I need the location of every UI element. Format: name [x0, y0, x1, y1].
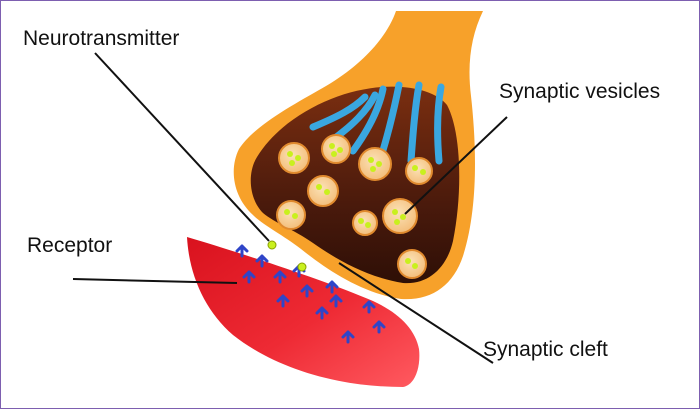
receptor-icon	[255, 254, 269, 268]
vesicle	[358, 147, 392, 181]
receptor-leader-line	[72, 278, 238, 284]
receptor-icon	[315, 306, 329, 320]
vesicle	[278, 142, 310, 174]
receptor-icon	[372, 320, 386, 334]
neurotransmitters	[267, 240, 307, 272]
vesicle	[352, 210, 378, 236]
receptor-icon	[362, 300, 376, 314]
vesicle	[321, 134, 351, 164]
receptor-icon	[300, 284, 314, 298]
synaptic-cleft-leader-line	[338, 262, 494, 364]
vesicle	[307, 175, 339, 207]
vesicle	[405, 157, 433, 185]
receptor-label: Receptor	[27, 234, 113, 257]
receptor-icon	[235, 244, 249, 258]
neurotransmitter-molecule	[297, 262, 307, 272]
vesicle	[276, 200, 306, 230]
synaptic-cleft-label: Synaptic cleft	[483, 338, 608, 361]
receptor-icon	[329, 294, 343, 308]
neurotransmitter-molecule	[267, 240, 277, 250]
leader-lines	[72, 52, 508, 364]
receptor-icon	[325, 280, 339, 294]
vesicle	[382, 198, 418, 234]
receptor-icon	[341, 330, 355, 344]
synaptic-vesicles-leader-line	[404, 116, 508, 215]
receptor-icon	[242, 270, 256, 284]
synaptic-vesicles	[276, 134, 433, 279]
synaptic-vesicles-label: Synaptic vesicles	[499, 80, 661, 103]
receptor-icon	[276, 294, 290, 308]
vesicle	[397, 249, 427, 279]
presynaptic-cytoplasm	[250, 86, 460, 284]
neurotransmitter-label: Neurotransmitter	[23, 27, 180, 50]
receptor-icon	[273, 270, 287, 284]
neurotransmitter-leader-line	[94, 52, 270, 242]
